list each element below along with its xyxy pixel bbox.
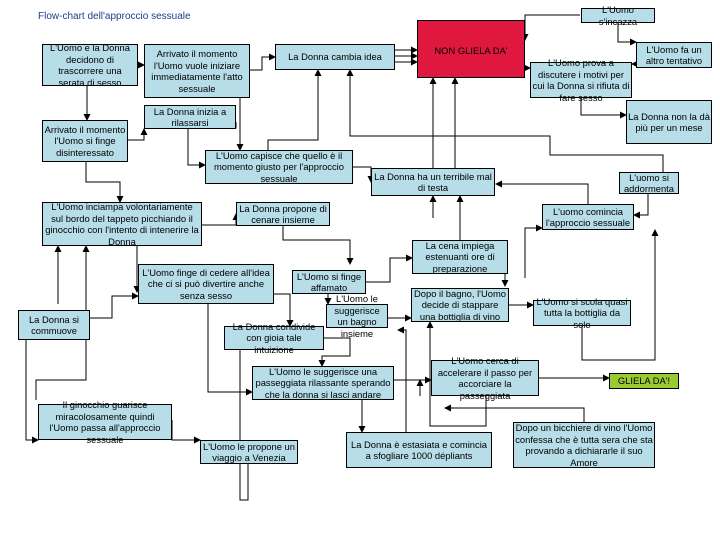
connector-arrow xyxy=(250,53,276,71)
connector-arrow xyxy=(282,226,354,265)
node-discuss-reasons: L'Uomo prova a discutere i motivi per cu… xyxy=(530,57,632,103)
node-walk-suggestion: L'Uomo le suggerisce una passeggiata ril… xyxy=(252,366,394,400)
node-woman-relaxes: La Donna inizia a rilassarsi xyxy=(144,105,236,129)
connector-arrow xyxy=(580,98,627,119)
connector-arrow xyxy=(581,229,659,361)
node-dinner-takes-hours: La cena impiega estenuanti ore di prepar… xyxy=(412,240,508,274)
connector-arrow xyxy=(236,327,249,501)
node-bath-suggestion: L'Uomo le suggerisce un bagno insieme xyxy=(326,293,388,339)
node-man-disinterested: Arrivato il momento l'Uomo si finge disi… xyxy=(42,120,128,162)
node-gliela-da: GLIELA DA'! xyxy=(609,373,679,389)
connector-arrow xyxy=(128,128,148,141)
node-confess-love: Dopo un bicchiere di vino l'Uomo confess… xyxy=(513,422,655,468)
node-open-wine: Dopo il bagno, l'Uomo decide di stappare… xyxy=(411,288,509,322)
connector-arrow xyxy=(207,304,253,396)
node-drinks-bottle: L'Uomo si scola quasi tutta la bottiglia… xyxy=(533,296,631,330)
node-man-wants-immediately: Arrivato il momento l'Uomo vuole iniziar… xyxy=(144,44,250,98)
page-title: Flow-chart dell'approccio sessuale xyxy=(38,11,191,22)
connector-arrow xyxy=(521,14,580,41)
node-man-starts-approach: L'uomo comincia l'approccio sessuale xyxy=(542,204,634,230)
node-man-pretends-hungry: L'Uomo si finge affamato xyxy=(292,270,366,294)
connector-arrow xyxy=(524,224,543,278)
node-headache: La Donna ha un terribile mal di testa xyxy=(371,168,495,196)
node-no-sex-month: La Donna non la dà più per un mese xyxy=(626,100,712,144)
connector-arrow xyxy=(90,292,139,319)
connector-arrow xyxy=(346,69,664,172)
connector-arrow xyxy=(267,69,322,150)
node-woman-moved: La Donna si commuove xyxy=(18,310,90,340)
node-man-falls-asleep: L'uomo si addormenta xyxy=(619,172,679,194)
connector-arrow xyxy=(444,404,585,422)
node-man-pretends-fun: L'Uomo finge di cedere all'idea che ci s… xyxy=(138,264,274,304)
node-speed-up-walk: L'Uomo cerca di accelerare il passo per … xyxy=(431,355,539,401)
node-man-trips: L'Uomo inciampa volontariamente sul bord… xyxy=(42,201,202,247)
connector-arrow xyxy=(202,213,240,226)
connector-arrow xyxy=(274,293,294,327)
connector-arrow xyxy=(426,321,487,427)
connector-arrow xyxy=(397,326,407,468)
connector-arrow xyxy=(353,166,375,183)
node-venice-trip: L'Uomo le propone un viaggio a Venezia xyxy=(200,440,298,464)
connector-arrow xyxy=(617,23,637,46)
connector-arrow xyxy=(366,254,413,283)
node-right-moment: L'Uomo capisce che quello è il momento g… xyxy=(205,150,353,184)
connector-arrow xyxy=(25,340,39,444)
node-another-attempt: L'Uomo fa un altro tentativo xyxy=(636,42,712,68)
connector-arrow xyxy=(85,162,124,203)
connector-arrow xyxy=(171,420,201,444)
connector-arrow xyxy=(495,180,589,204)
node-man-angry: L'Uomo s'incazza xyxy=(581,4,655,27)
node-woman-agrees: La Donna condivide con gioia tale intuiz… xyxy=(224,321,324,355)
node-woman-changes-mind: La Donna cambia idea xyxy=(275,44,395,70)
connector-arrow xyxy=(318,337,351,367)
node-knee-heals: Il ginocchio guarisce miracolosamente qu… xyxy=(38,399,172,445)
node-brochures: La Donna è estasiata e comincia a sfogli… xyxy=(346,432,492,468)
connector-arrow xyxy=(633,194,649,219)
node-non-gliela-da: NON GLIELA DA' xyxy=(417,20,525,78)
node-dinner-proposal: La Donna propone di cenare insieme xyxy=(236,202,330,226)
node-decide-evening: L'Uomo e la Donna decidono di trascorrer… xyxy=(42,42,138,88)
